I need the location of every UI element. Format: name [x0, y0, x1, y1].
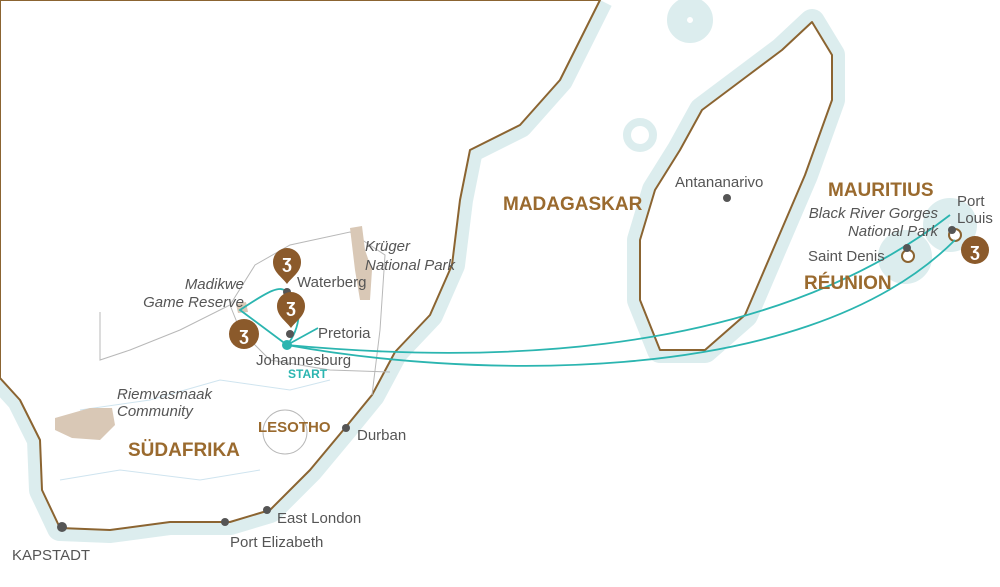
label-saint-denis: Saint Denis	[808, 248, 885, 265]
borders	[59, 231, 391, 481]
svg-text:ʒ: ʒ	[239, 324, 249, 344]
label-black-river-line1: Black River Gorges	[809, 205, 939, 222]
label-riemvasmaak-line2: Community	[117, 403, 194, 420]
pin-icon-waterberg[interactable]: ʒ	[273, 248, 301, 284]
label-port-elizabeth: Port Elizabeth	[230, 534, 323, 551]
kapstadt-dot	[57, 522, 67, 532]
saint-denis-dot	[903, 244, 911, 252]
pin-icon-madikwe[interactable]: ʒ	[229, 319, 259, 349]
label-madikwe-line2: Game Reserve	[143, 294, 244, 311]
riemvasmaak-area	[55, 408, 115, 440]
label-east-london: East London	[277, 510, 361, 527]
label-lesotho: LESOTHO	[258, 419, 331, 436]
svg-text:ʒ: ʒ	[286, 296, 296, 316]
pretoria-dot	[286, 330, 294, 338]
madagascar-island	[639, 21, 833, 351]
label-black-river-line2: National Park	[848, 223, 940, 240]
label-johannesburg: Johannesburg	[256, 352, 351, 369]
label-port-louis-line2: Louis	[957, 210, 993, 227]
port-elizabeth-dot	[221, 518, 229, 526]
label-riemvasmaak-line1: Riemvasmaak	[117, 386, 214, 403]
label-kapstadt: KAPSTADT	[12, 547, 90, 564]
label-madikwe-line1: Madikwe	[185, 276, 244, 293]
label-madagascar: MADAGASKAR	[503, 194, 643, 215]
label-antananarivo: Antananarivo	[675, 174, 763, 191]
label-reunion: RÉUNION	[804, 272, 892, 294]
label-start: START	[288, 367, 328, 381]
durban-dot	[342, 424, 350, 432]
krueger-park-area	[350, 226, 372, 300]
label-pretoria: Pretoria	[318, 325, 371, 342]
svg-text:ʒ: ʒ	[970, 240, 980, 260]
label-port-louis-line1: Port	[957, 193, 985, 210]
label-krueger-line2: National Park	[365, 257, 457, 274]
label-south-africa: SÜDAFRIKA	[128, 440, 240, 461]
east-london-dot	[263, 506, 271, 514]
pin-icon-pretoria[interactable]: ʒ	[277, 292, 305, 328]
label-durban: Durban	[357, 427, 406, 444]
label-mauritius: MAURITIUS	[828, 180, 934, 201]
pin-icon-mauritius[interactable]: ʒ	[961, 236, 989, 264]
route-lines	[238, 214, 956, 367]
johannesburg-start-dot[interactable]	[282, 340, 292, 350]
label-waterberg: Waterberg	[297, 274, 366, 291]
port-louis-dot	[948, 226, 956, 234]
svg-text:ʒ: ʒ	[282, 252, 292, 272]
antananarivo-dot	[723, 194, 731, 202]
label-krueger-line1: Krüger	[365, 238, 411, 255]
